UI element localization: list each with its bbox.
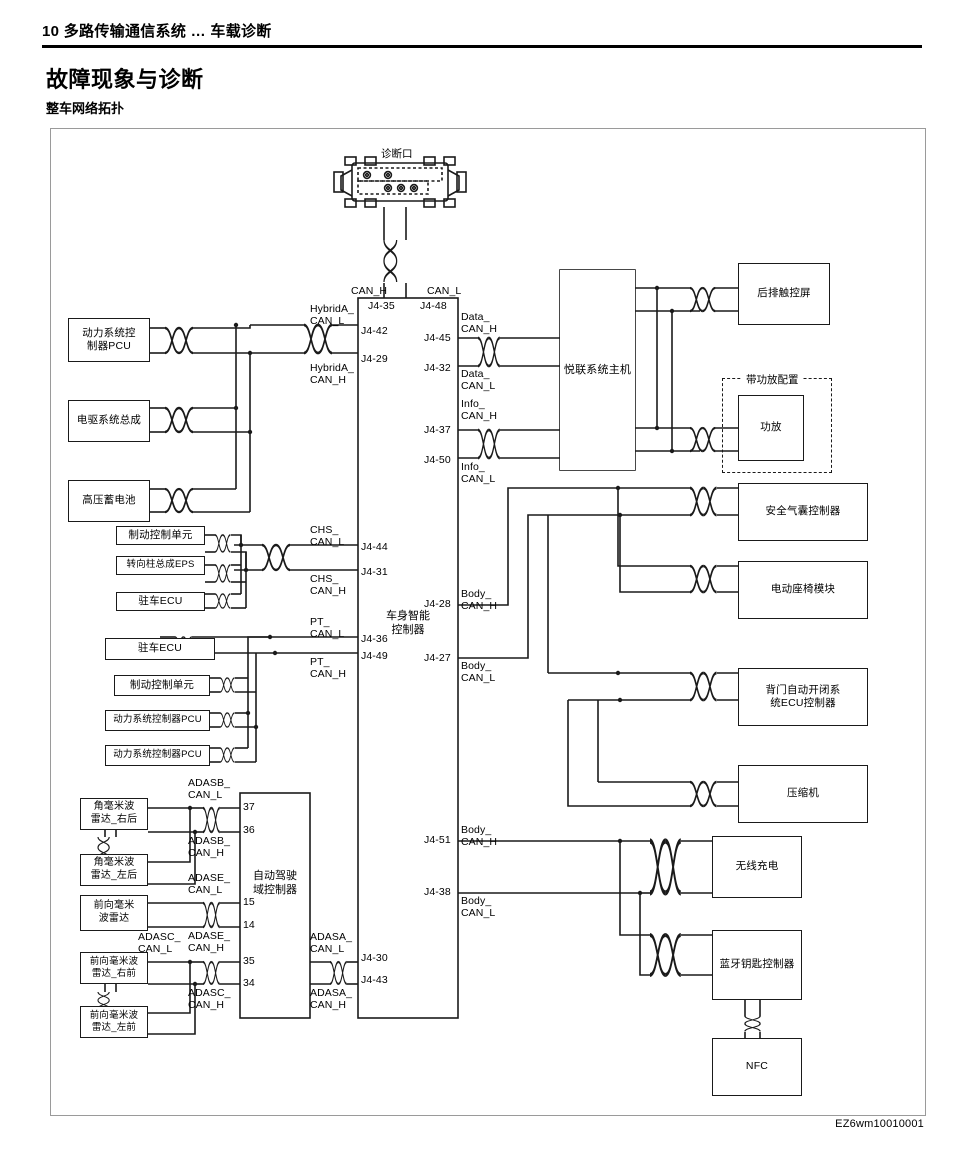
node-amplifier[interactable]: 功放 xyxy=(738,395,804,461)
bus-label-dlc-can-l: CAN_L xyxy=(427,285,462,297)
bus-label-info-can-h: Info_ CAN_H xyxy=(461,398,498,423)
node-tailgate[interactable]: 背门自动开闭系 统ECU控制器 xyxy=(738,668,868,726)
node-pcu-pt-1[interactable]: 动力系统控制器PCU xyxy=(105,710,210,731)
bus-label-data-can-h: Data_ CAN_H xyxy=(461,311,498,336)
node-radar-front-fr[interactable]: 前向毫米波 雷达_右前 xyxy=(80,952,148,984)
chapter-heading: 10 多路传输通信系统 … 车载诊断 xyxy=(42,23,272,40)
node-pcu-hybrid[interactable]: 动力系统控 制器PCU xyxy=(68,318,150,362)
pin-body-h-2: J4-51 xyxy=(424,834,451,846)
node-rear-screen[interactable]: 后排触控屏 xyxy=(738,263,830,325)
bus-label-adasa-can-l: ADASA_ CAN_L xyxy=(310,931,353,956)
pin-adas-14: 14 xyxy=(243,919,255,931)
node-edrive[interactable]: 电驱系统总成 xyxy=(68,400,150,442)
pin-data-l: J4-32 xyxy=(424,362,451,374)
pin-body-l-1: J4-27 xyxy=(424,652,451,664)
bus-label-chs-can-h: CHS_ CAN_H xyxy=(310,573,347,598)
pin-chs-h: J4-31 xyxy=(361,566,388,578)
pin-adas-36: 36 xyxy=(243,824,255,836)
bus-label-body-can-l-1: Body_ CAN_L xyxy=(461,660,496,685)
pin-adas-35: 35 xyxy=(243,955,255,967)
node-radar-front[interactable]: 前向毫米 波雷达 xyxy=(80,895,148,931)
node-power-seat[interactable]: 电动座椅模块 xyxy=(738,561,868,619)
pin-adas-34: 34 xyxy=(243,977,255,989)
pin-adas-15: 15 xyxy=(243,896,255,908)
pin-info-l: J4-50 xyxy=(424,454,451,466)
node-nfc[interactable]: NFC xyxy=(712,1038,802,1096)
pin-hybrid-h: J4-29 xyxy=(361,353,388,365)
adas-controller-label: 自动驾驶 域控制器 xyxy=(244,860,306,906)
bus-label-adasa-can-h: ADASA_ CAN_H xyxy=(310,987,353,1012)
pin-chs-l: J4-44 xyxy=(361,541,388,553)
node-eps[interactable]: 转向柱总成EPS xyxy=(116,556,205,575)
bus-label-hybrida-can-l: HybridA_ CAN_L xyxy=(310,303,354,328)
bus-label-body-can-l-2: Body_ CAN_L xyxy=(461,895,496,920)
bus-label-body-can-h-2: Body_ CAN_H xyxy=(461,824,498,849)
pin-adasa-h: J4-43 xyxy=(361,974,388,986)
figure-id: EZ6wm10010001 xyxy=(835,1118,924,1130)
dlc-label: 诊断口 xyxy=(381,148,413,160)
bus-label-body-can-h-1: Body_ CAN_H xyxy=(461,588,498,613)
node-pcu-pt-2[interactable]: 动力系统控制器PCU xyxy=(105,745,210,766)
bus-label-adase-can-l: ADASE_ CAN_L xyxy=(188,872,231,897)
bus-label-adasc-can-h: ADASC_ CAN_H xyxy=(188,987,231,1012)
node-radar-front-fl[interactable]: 前向毫米波 雷达_左前 xyxy=(80,1006,148,1038)
node-airbag[interactable]: 安全气囊控制器 xyxy=(738,483,868,541)
node-hv-battery[interactable]: 高压蓄电池 xyxy=(68,480,150,522)
pin-pt-l: J4-36 xyxy=(361,633,388,645)
pin-pt-h: J4-49 xyxy=(361,650,388,662)
pin-dlc-h: J4-35 xyxy=(368,300,395,312)
bus-label-adasb-can-h: ADASB_ CAN_H xyxy=(188,835,231,860)
bus-label-hybrida-can-h: HybridA_ CAN_H xyxy=(310,362,354,387)
pin-body-h-1: J4-28 xyxy=(424,598,451,610)
node-radar-corner-rl[interactable]: 角毫米波 雷达_左后 xyxy=(80,854,148,886)
pin-body-l-2: J4-38 xyxy=(424,886,451,898)
bus-label-pt-can-l: PT_ CAN_L xyxy=(310,616,345,641)
bus-label-chs-can-l: CHS_ CAN_L xyxy=(310,524,345,549)
amplifier-option-label: 带功放配置 xyxy=(742,372,803,387)
pin-hybrid-l: J4-42 xyxy=(361,325,388,337)
node-brake-chs[interactable]: 制动控制单元 xyxy=(116,526,205,545)
bus-label-info-can-l: Info_ CAN_L xyxy=(461,461,496,486)
page-title: 故障现象与诊断 xyxy=(46,67,204,92)
pin-adasa-l: J4-30 xyxy=(361,952,388,964)
node-head-unit[interactable]: 悦联系统主机 xyxy=(560,270,635,470)
bus-label-adase-can-h: ADASE_ CAN_H xyxy=(188,930,231,955)
node-compressor[interactable]: 压缩机 xyxy=(738,765,868,823)
header-divider xyxy=(42,45,922,48)
pin-data-h: J4-45 xyxy=(424,332,451,344)
pin-adas-37: 37 xyxy=(243,801,255,813)
node-radar-corner-rr[interactable]: 角毫米波 雷达_右后 xyxy=(80,798,148,830)
gateway-label: 车身智能 控制器 xyxy=(363,598,453,648)
pin-dlc-l: J4-48 xyxy=(420,300,447,312)
pin-info-h: J4-37 xyxy=(424,424,451,436)
section-subtitle: 整车网络拓扑 xyxy=(46,101,125,116)
node-brake-pt[interactable]: 制动控制单元 xyxy=(114,675,210,696)
bus-label-adasb-can-l: ADASB_ CAN_L xyxy=(188,777,231,802)
bus-label-adasc-can-l: ADASC_ CAN_L xyxy=(138,931,181,956)
bus-label-pt-can-h: PT_ CAN_H xyxy=(310,656,347,681)
bus-label-dlc-can-h: CAN_H xyxy=(351,285,388,297)
bus-label-data-can-l: Data_ CAN_L xyxy=(461,368,496,393)
node-bt-key[interactable]: 蓝牙钥匙控制器 xyxy=(712,930,802,1000)
node-wireless-charge[interactable]: 无线充电 xyxy=(712,836,802,898)
node-epb-chs[interactable]: 驻车ECU xyxy=(116,592,205,611)
node-epb-pt[interactable]: 驻车ECU xyxy=(105,638,215,660)
